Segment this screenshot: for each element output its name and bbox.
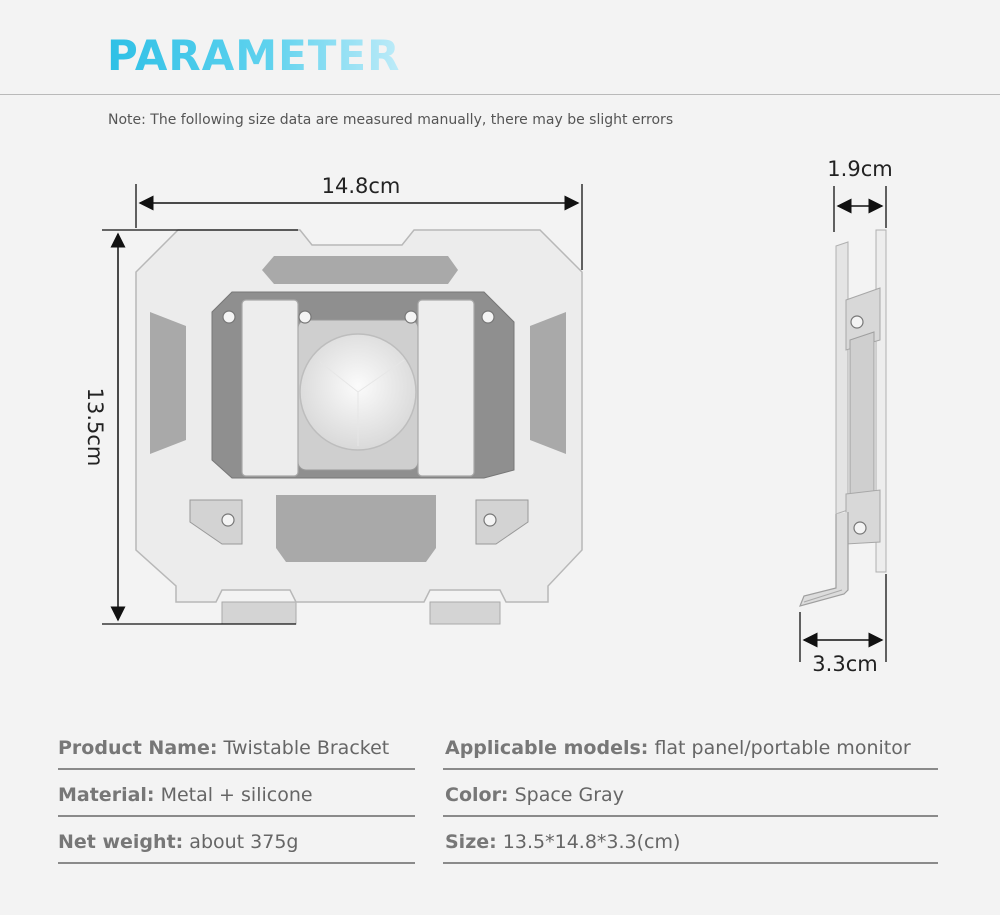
thickness-dimension: 1.9cm (827, 157, 893, 232)
bracket-front-view (135, 229, 583, 625)
spec-label: Size: (445, 831, 497, 853)
spec-divider (58, 862, 415, 864)
spec-label: Color: (445, 784, 509, 806)
spec-row: Product Name: Twistable Bracket Applicab… (58, 728, 940, 775)
spec-row: Net weight: about 375g Size: 13.5*14.8*3… (58, 822, 940, 869)
title-divider (0, 94, 1000, 95)
spec-divider (443, 815, 938, 817)
spec-row: Material: Metal + silicone Color: Space … (58, 775, 940, 822)
spec-color: Color: Space Gray (445, 775, 624, 815)
spec-label: Net weight: (58, 831, 184, 853)
hook-depth-label: 3.3cm (812, 652, 877, 676)
thickness-label: 1.9cm (827, 157, 892, 181)
height-label: 13.5cm (83, 388, 107, 467)
spec-divider (58, 815, 415, 817)
spec-divider (443, 768, 938, 770)
spec-material: Material: Metal + silicone (58, 775, 313, 815)
spec-product-name: Product Name: Twistable Bracket (58, 728, 389, 768)
spec-value: about 375g (189, 831, 299, 853)
spec-label: Product Name: (58, 737, 218, 759)
bracket-side-view (798, 229, 887, 607)
spec-size: Size: 13.5*14.8*3.3(cm) (445, 822, 680, 862)
width-label: 14.8cm (322, 174, 401, 198)
spec-value: Twistable Bracket (223, 737, 390, 759)
hook-depth-dimension: 3.3cm (799, 574, 887, 676)
spec-divider (58, 768, 415, 770)
spec-value: Space Gray (514, 784, 624, 806)
height-dimension: 13.5cm (83, 229, 298, 625)
spec-net-weight: Net weight: about 375g (58, 822, 298, 862)
spec-divider (443, 862, 938, 864)
spec-value: 13.5*14.8*3.3(cm) (502, 831, 681, 853)
spec-applicable-models: Applicable models: flat panel/portable m… (445, 728, 911, 768)
spec-label: Applicable models: (445, 737, 649, 759)
measurement-note: Note: The following size data are measur… (108, 112, 674, 128)
spec-value: flat panel/portable monitor (654, 737, 911, 759)
width-dimension: 14.8cm (135, 174, 583, 270)
spec-table: Product Name: Twistable Bracket Applicab… (58, 728, 940, 869)
product-dimension-drawing: 14.8cm 13.5cm 1.9cm 3.3cm (83, 157, 893, 676)
spec-value: Metal + silicone (160, 784, 313, 806)
spec-label: Material: (58, 784, 155, 806)
page-title: PARAMETER (107, 31, 401, 80)
